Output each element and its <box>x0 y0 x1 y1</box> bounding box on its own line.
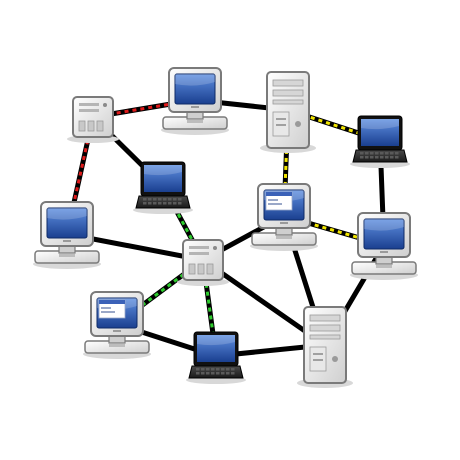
server-hub-center-server-icon <box>177 239 229 286</box>
laptop-bottom-laptop-icon <box>186 331 246 384</box>
server-tower-bottom-server-icon <box>297 306 353 388</box>
monitor-top-monitor-icon <box>161 67 229 135</box>
monitor-left-monitor-icon <box>33 201 101 269</box>
monitor-bottom-left-window-monitor-icon <box>83 291 151 359</box>
server-tower-top-server-icon <box>260 71 316 153</box>
monitor-center-window-monitor-icon <box>250 183 318 251</box>
laptop-center-left-laptop-icon <box>133 161 193 214</box>
server-top-left-server-icon <box>67 96 119 143</box>
monitor-right-monitor-icon <box>350 212 418 280</box>
laptop-top-right-laptop-icon <box>350 115 410 168</box>
nodes-layer <box>33 67 418 388</box>
